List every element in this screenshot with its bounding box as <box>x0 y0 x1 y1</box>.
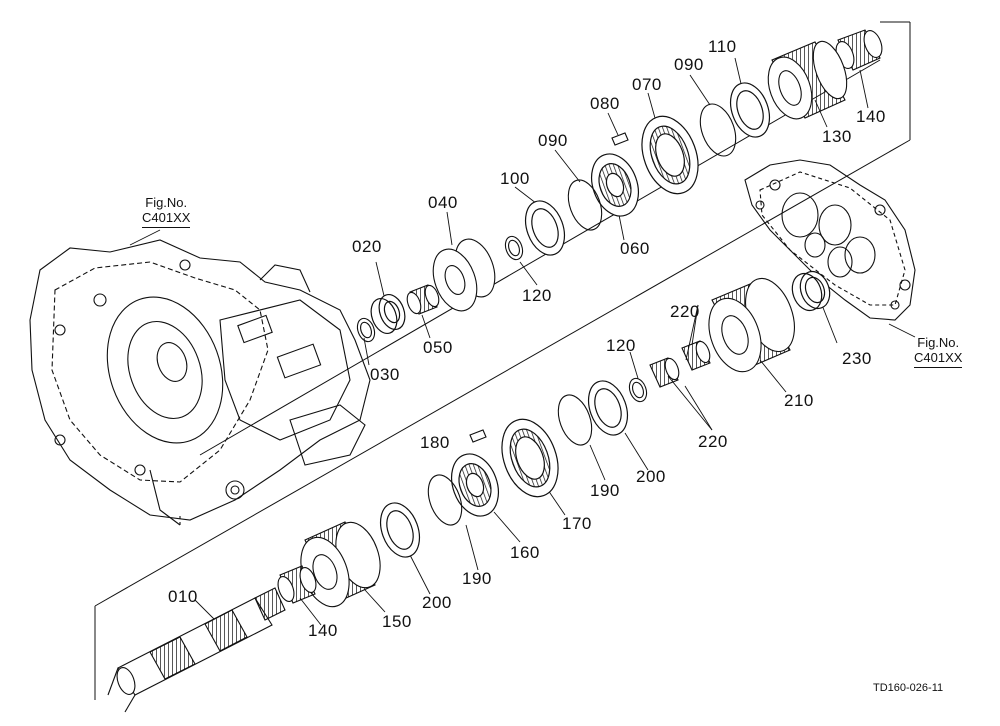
label-part-070: 070 <box>632 75 662 94</box>
part-030-snap-ring <box>354 316 377 344</box>
part-190-snap-ring-left <box>422 470 468 529</box>
part-040-gear <box>425 234 502 317</box>
part-050-needle-bearing <box>405 284 442 316</box>
label-part-230: 230 <box>842 349 872 368</box>
transmission-case-left <box>30 240 370 525</box>
part-200-synchro-ring-right <box>582 376 635 441</box>
part-090-snap-ring-upper <box>694 99 743 161</box>
part-100-synchro-ring <box>519 196 572 261</box>
label-part-200-left: 200 <box>422 593 452 612</box>
frame-lines <box>95 22 910 700</box>
label-part-220-upper: 220 <box>670 302 700 321</box>
part-010-main-shaft <box>108 588 285 712</box>
label-part-010: 010 <box>168 587 198 606</box>
label-part-180: 180 <box>420 433 450 452</box>
label-part-130: 130 <box>822 127 852 146</box>
part-110-ring <box>724 78 777 143</box>
part-210-gear <box>699 272 803 379</box>
part-220-needle-bearings <box>650 340 712 387</box>
part-070-sleeve <box>632 109 708 202</box>
part-190-snap-ring-right <box>552 390 598 449</box>
label-part-100: 100 <box>500 169 530 188</box>
part-150-gear <box>292 516 388 613</box>
part-060-hub <box>583 147 646 222</box>
part-140-needle-bearing-top <box>833 28 886 71</box>
label-part-060: 060 <box>620 239 650 258</box>
label-part-040: 040 <box>428 193 458 212</box>
label-part-170: 170 <box>562 514 592 533</box>
part-120-collar-lower <box>626 376 649 404</box>
label-part-120-lower: 120 <box>606 336 636 355</box>
part-230-bearing <box>787 267 834 314</box>
label-part-190-left: 190 <box>462 569 492 588</box>
label-part-090-lower: 090 <box>538 131 568 150</box>
figure-ref-left-title: Fig.No. <box>145 195 188 210</box>
label-part-220-lower: 220 <box>698 432 728 451</box>
part-020-bearing <box>367 291 410 337</box>
label-part-210: 210 <box>784 391 814 410</box>
part-180-key <box>470 430 486 442</box>
part-200-synchro-ring-left <box>374 498 427 563</box>
figure-ref-left: Fig.No. C401XX <box>142 195 191 228</box>
label-part-050: 050 <box>423 338 453 357</box>
label-part-140-lower: 140 <box>308 621 338 640</box>
label-part-110: 110 <box>708 37 737 56</box>
label-part-140-upper: 140 <box>856 107 886 126</box>
part-080-key <box>612 133 628 145</box>
transmission-cover-right <box>745 160 915 320</box>
label-part-090-upper: 090 <box>674 55 704 74</box>
label-part-200-right: 200 <box>636 467 666 486</box>
part-160-hub <box>443 447 506 522</box>
figure-ref-left-code: C401XX <box>142 210 191 228</box>
figure-ref-right: Fig.No. C401XX <box>914 335 963 368</box>
label-part-150: 150 <box>382 612 412 631</box>
part-170-sleeve <box>492 412 568 505</box>
part-130-gear <box>760 37 853 125</box>
part-140-needle-bearing-lower <box>275 565 319 603</box>
label-part-020: 020 <box>352 237 382 256</box>
label-part-120-upper: 120 <box>522 286 552 305</box>
figure-ref-right-code: C401XX <box>914 350 963 368</box>
label-part-160: 160 <box>510 543 540 562</box>
drawing-number: TD160-026-11 <box>873 682 944 694</box>
label-part-190-right: 190 <box>590 481 620 500</box>
label-part-030: 030 <box>370 365 400 384</box>
part-120-collar-upper <box>502 234 525 262</box>
label-part-080: 080 <box>590 94 620 113</box>
part-090-snap-ring-lower <box>562 175 608 234</box>
figure-ref-right-title: Fig.No. <box>917 335 960 350</box>
